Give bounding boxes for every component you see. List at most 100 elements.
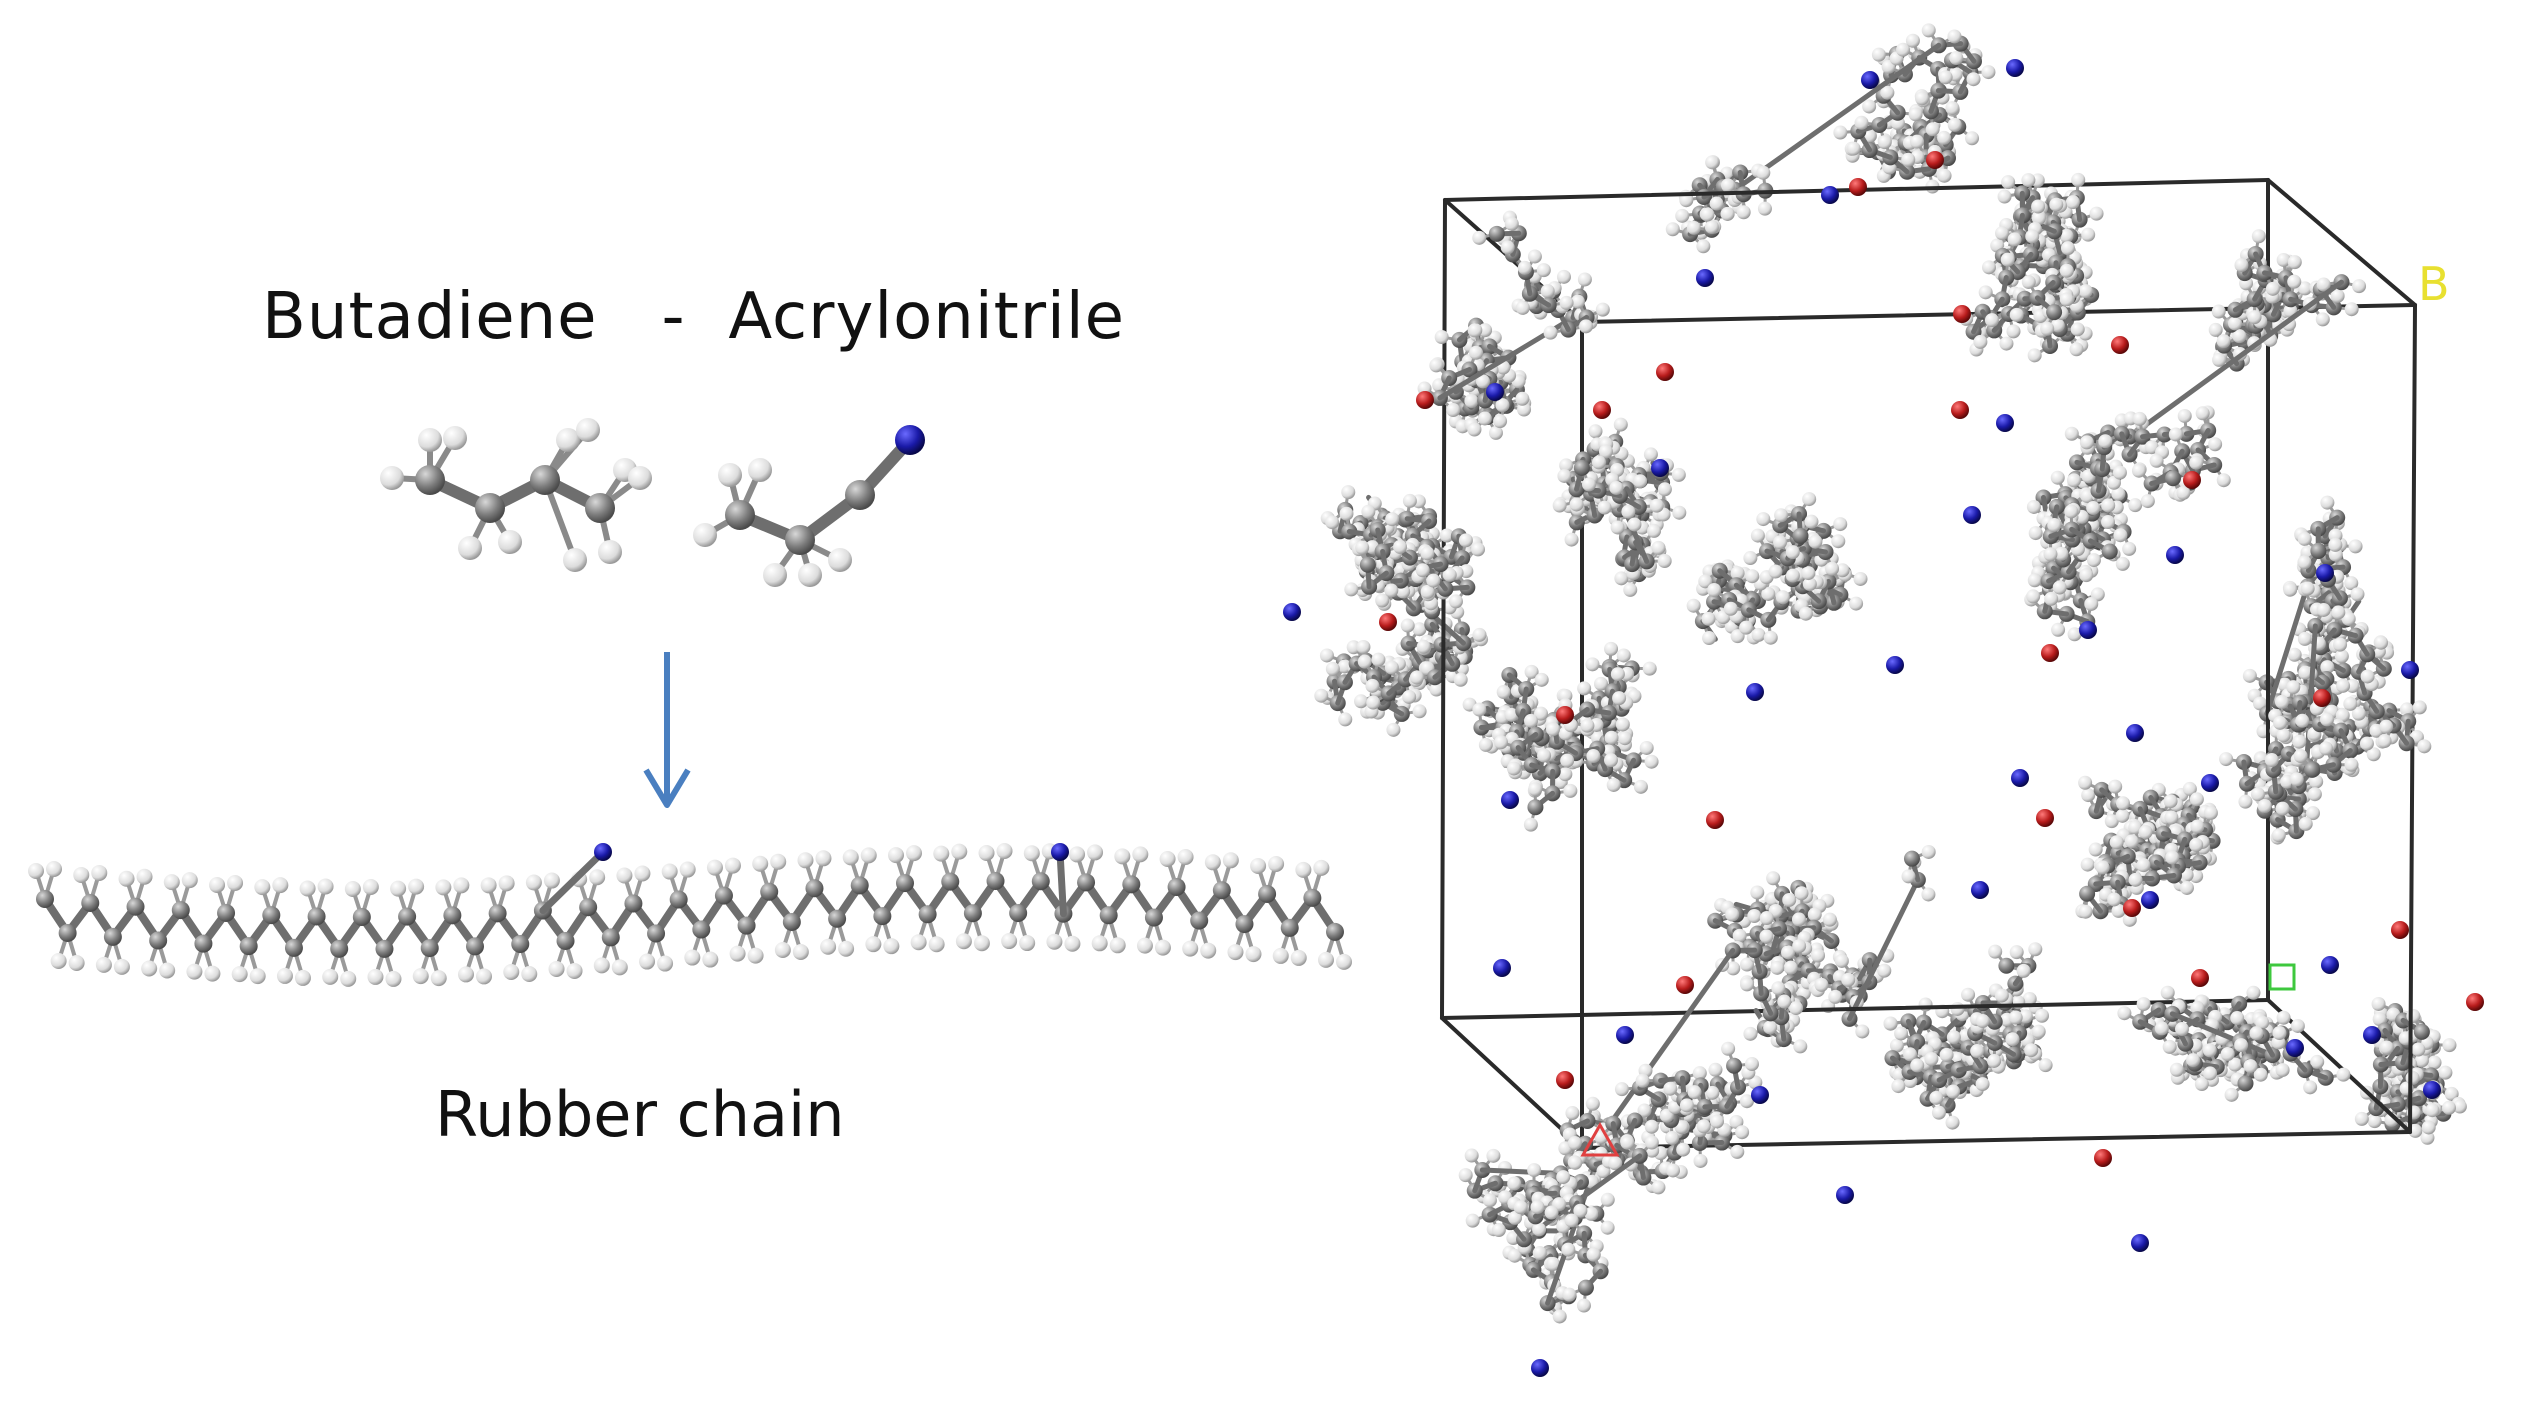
hydrogen-atom (1136, 937, 1153, 954)
hydrogen-atom (1877, 963, 1892, 978)
hydrogen-atom (2028, 526, 2043, 541)
hydrogen-atom (2189, 455, 2204, 470)
carbon-atom (475, 493, 505, 523)
hydrogen-atom (2066, 473, 2081, 488)
carbon-atom (2413, 1023, 2430, 1040)
hydrogen-atom (1001, 933, 1018, 950)
hydrogen-atom (1910, 1058, 1925, 1073)
hydrogen-atom (1841, 972, 1856, 987)
hydrogen-atom (2008, 1010, 2023, 1025)
hydrogen-atom (2140, 494, 2155, 509)
carbon-atom (873, 907, 892, 926)
hydrogen-atom (254, 879, 271, 896)
hydrogen-atom (2344, 302, 2359, 317)
hydrogen-atom (1896, 42, 1911, 57)
hydrogen-atom (2371, 996, 2386, 1011)
hydrogen-atom (1467, 422, 1482, 437)
carbon-atom (963, 904, 982, 923)
hydrogen-atom (955, 933, 972, 950)
hydrogen-atom (50, 952, 67, 969)
hydrogen-atom (1319, 648, 1334, 663)
hydrogen-atom (2024, 1043, 2039, 1058)
hydrogen-atom (2115, 808, 2130, 823)
hydrogen-atom (1975, 1014, 1990, 1029)
carbon-atom (725, 500, 755, 530)
hydrogen-atom (1385, 512, 1400, 527)
hydrogen-atom (1792, 939, 1807, 954)
carbon-atom (415, 465, 445, 495)
hydrogen-atom (2081, 227, 2096, 242)
hydrogen-atom (1154, 939, 1171, 956)
hydrogen-atom (973, 935, 990, 952)
hydrogen-atom (1945, 1115, 1960, 1130)
hydrogen-atom (1402, 493, 1417, 508)
hydrogen-atom (458, 966, 474, 983)
hydrogen-atom (1854, 115, 1869, 130)
hydrogen-atom (2104, 814, 2119, 829)
hydrogen-atom (2379, 1040, 2394, 1055)
hydrogen-atom (1420, 584, 1435, 599)
hydrogen-atom (1720, 206, 1735, 221)
hydrogen-atom (2111, 486, 2126, 501)
hydrogen-atom (1493, 735, 1508, 750)
hydrogen-atom (1889, 1038, 1904, 1053)
nitrogen-atom (1051, 843, 1069, 861)
hydrogen-atom (498, 875, 515, 892)
hydrogen-atom (1965, 131, 1980, 146)
hydrogen-atom (1412, 622, 1427, 637)
hydrogen-atom (1577, 681, 1592, 696)
hydrogen-atom (2421, 1120, 2436, 1135)
carbon-atom (217, 903, 236, 922)
hydrogen-atom (1999, 336, 2014, 351)
hydrogen-atom (1585, 657, 1600, 672)
carbon-atom (601, 928, 620, 947)
hydrogen-atom (2212, 352, 2227, 367)
hydrogen-atom (2028, 942, 2043, 957)
hydrogen-atom (2070, 322, 2085, 337)
hydrogen-atom (2115, 796, 2130, 811)
hydrogen-atom (1603, 753, 1618, 768)
hydrogen-atom (2078, 284, 2093, 299)
hydrogen-atom (322, 968, 339, 985)
hydrogen-atom (186, 963, 203, 980)
hydrogen-atom (362, 878, 379, 895)
hydrogen-atom (1477, 411, 1492, 426)
hydrogen-atom (231, 966, 248, 983)
hydrogen-atom (1527, 249, 1542, 264)
hydrogen-atom (1426, 573, 1441, 588)
hydrogen-atom (1633, 779, 1648, 794)
hydrogen-atom (2051, 622, 2066, 637)
hydrogen-atom (1046, 933, 1063, 950)
hydrogen-atom (2216, 473, 2231, 488)
carbon-atom (103, 927, 122, 946)
hydrogen-atom (2132, 411, 2147, 426)
hydrogen-atom (181, 872, 198, 889)
hydrogen-atom (2122, 541, 2137, 556)
hydrogen-atom (1478, 737, 1493, 752)
hydrogen-atom (1560, 753, 1575, 768)
carbon-atom (845, 480, 875, 510)
carbon-atom (556, 931, 575, 950)
hydrogen-atom (770, 853, 787, 870)
hydrogen-atom (1822, 912, 1837, 927)
carbon-atom (1190, 911, 1209, 930)
hydrogen-atom (1504, 707, 1519, 722)
hydrogen-atom (1880, 85, 1895, 100)
hydrogen-atom (141, 960, 158, 977)
hydrogen-atom (1938, 70, 1953, 85)
carbon-atom (398, 907, 417, 926)
hydrogen-atom (2086, 553, 2101, 568)
hydrogen-atom (2054, 546, 2069, 561)
hydrogen-atom (1862, 99, 1877, 114)
hydrogen-atom (1371, 652, 1386, 667)
hydrogen-atom (2427, 1055, 2442, 1070)
hydrogen-atom (2265, 281, 2280, 296)
hydrogen-atom (593, 957, 610, 974)
hydrogen-atom (543, 872, 560, 889)
hydrogen-atom (2000, 252, 2015, 267)
hydrogen-atom (2149, 453, 2164, 468)
carbon-atom (585, 493, 615, 523)
hydrogen-atom (1785, 545, 1800, 560)
carbon-atom (760, 882, 779, 901)
hydrogen-atom (1807, 907, 1822, 922)
